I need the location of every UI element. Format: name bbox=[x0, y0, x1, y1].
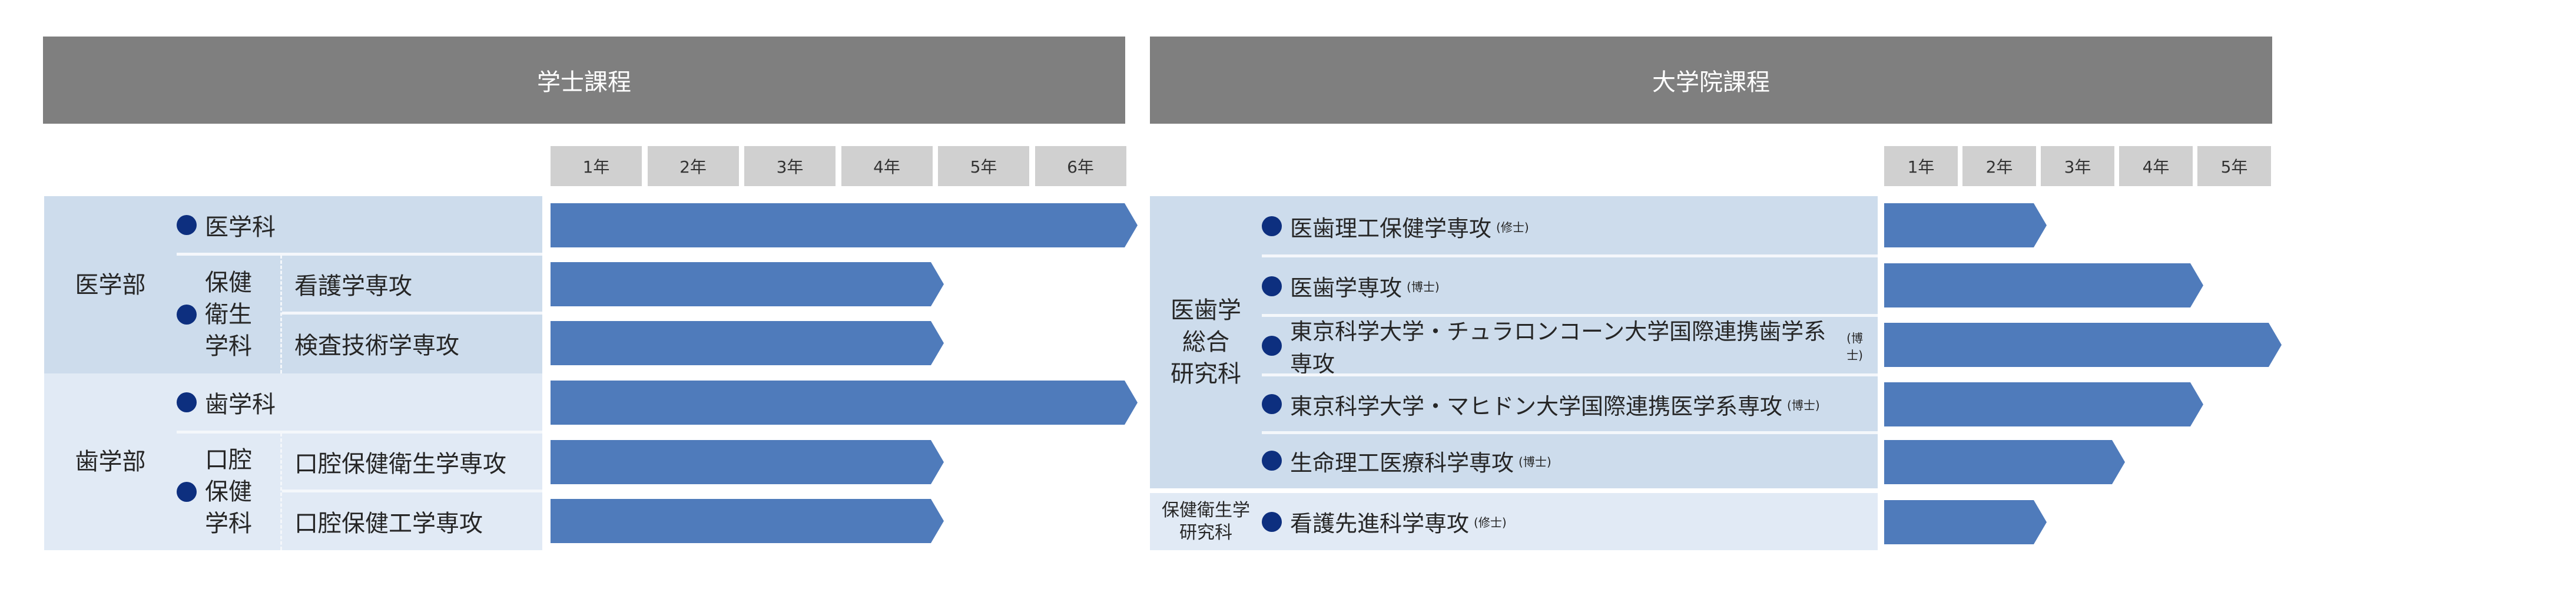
faculty-name: 医学部 bbox=[75, 271, 146, 299]
bullet-icon bbox=[177, 215, 197, 235]
major-name: 検査技術学専攻 bbox=[294, 332, 459, 359]
duration-bar bbox=[551, 203, 1138, 247]
program-name: 医歯理工保健学専攻 bbox=[1290, 215, 1492, 242]
dept-name-line: 保健 bbox=[205, 478, 252, 505]
year-cell: 4年 bbox=[2119, 146, 2193, 186]
dept-name-line: 口腔 bbox=[205, 446, 252, 474]
year-cell: 3年 bbox=[2041, 146, 2114, 186]
dept-row: 医学科 bbox=[177, 196, 542, 254]
bullet-icon bbox=[1262, 216, 1282, 236]
degree-label: (博士) bbox=[1787, 398, 1820, 412]
program-row: 生命理工医療科学専攻 (博士) bbox=[1262, 433, 1878, 488]
year-cell: 2年 bbox=[1962, 146, 2036, 186]
school-name-line: 医歯学 bbox=[1171, 297, 1241, 324]
dept-name: 医学科 bbox=[205, 214, 276, 241]
duration-bar bbox=[551, 321, 944, 365]
school-name-line: 総合 bbox=[1182, 329, 1229, 356]
program-row: 東京科学大学・チュラロンコーン大学国際連携歯学系専攻 (博士) bbox=[1262, 316, 1878, 377]
duration-bar bbox=[1884, 323, 2282, 367]
duration-bar bbox=[551, 440, 944, 484]
dept-name-line: 衛生 bbox=[205, 300, 252, 328]
dept-name-line: 保健 bbox=[205, 269, 252, 296]
divider bbox=[280, 255, 282, 373]
dept-row: 保健 衛生 学科 bbox=[177, 255, 281, 373]
duration-bar bbox=[551, 262, 944, 306]
major-name: 口腔保健工学専攻 bbox=[294, 510, 483, 537]
degree-label: (修士) bbox=[1474, 515, 1507, 530]
program-name: 医歯学専攻 bbox=[1290, 275, 1403, 301]
divider bbox=[1262, 254, 1878, 257]
school-name-line: 研究科 bbox=[1179, 522, 1232, 543]
faculty-dentistry-block bbox=[44, 373, 542, 550]
major-name: 口腔保健衛生学専攻 bbox=[294, 451, 506, 478]
year-cell: 4年 bbox=[841, 146, 933, 186]
divider bbox=[1262, 431, 1878, 434]
faculty-medicine-block bbox=[44, 196, 542, 373]
duration-bar bbox=[551, 381, 1138, 425]
year-cell: 1年 bbox=[551, 146, 642, 186]
program-name: 東京科学大学・マヒドン大学国際連携医学系専攻 bbox=[1290, 393, 1783, 419]
bullet-icon bbox=[1262, 394, 1282, 414]
bullet-icon bbox=[177, 304, 197, 325]
degree-label: (修士) bbox=[1496, 220, 1529, 234]
undergrad-header: 学士課程 bbox=[43, 37, 1125, 124]
degree-label: (博士) bbox=[1846, 330, 1863, 362]
dept-row: 口腔 保健 学科 bbox=[177, 433, 281, 550]
dept-name: 保健 衛生 学科 bbox=[205, 267, 252, 362]
bullet-icon bbox=[1262, 335, 1282, 356]
divider bbox=[177, 431, 542, 434]
dept-row: 歯学科 bbox=[177, 373, 542, 431]
divider bbox=[282, 312, 542, 315]
year-cell: 2年 bbox=[647, 146, 739, 186]
program-row: 医歯学専攻 (博士) bbox=[1262, 256, 1878, 316]
program-name: 看護先進科学専攻 bbox=[1290, 511, 1470, 537]
duration-bar bbox=[1884, 382, 2203, 426]
school-name-line: 研究科 bbox=[1171, 361, 1241, 388]
school-name-line: 保健衛生学 bbox=[1162, 500, 1250, 521]
year-cell: 3年 bbox=[744, 146, 836, 186]
duration-bar bbox=[1884, 440, 2125, 484]
school-name: 医歯学 総合 研究科 bbox=[1150, 196, 1262, 488]
school-name: 保健衛生学 研究科 bbox=[1150, 493, 1262, 550]
major-name: 看護学専攻 bbox=[294, 273, 412, 300]
duration-bar bbox=[551, 499, 944, 543]
duration-bar bbox=[1884, 500, 2047, 544]
program-row: 東京科学大学・マヒドン大学国際連携医学系専攻 (博士) bbox=[1262, 375, 1878, 433]
year-cell: 1年 bbox=[1884, 146, 1958, 186]
divider bbox=[280, 433, 282, 550]
degree-label: (博士) bbox=[1519, 454, 1551, 469]
divider bbox=[177, 253, 542, 256]
duration-bar bbox=[1884, 203, 2047, 247]
faculty-name: 歯学部 bbox=[75, 448, 146, 475]
dept-name-line: 学科 bbox=[205, 510, 252, 537]
divider bbox=[1262, 314, 1878, 317]
bullet-icon bbox=[177, 392, 197, 412]
bullet-icon bbox=[1262, 276, 1282, 296]
year-cell: 5年 bbox=[938, 146, 1029, 186]
program-name: 東京科学大学・チュラロンコーン大学国際連携歯学系専攻 bbox=[1290, 318, 1826, 377]
graduate-header: 大学院課程 bbox=[1150, 37, 2272, 124]
divider bbox=[282, 490, 542, 492]
bullet-icon bbox=[177, 481, 197, 502]
degree-label: (博士) bbox=[1407, 280, 1440, 294]
dept-name-line: 学科 bbox=[205, 332, 252, 360]
duration-bar bbox=[1884, 263, 2203, 307]
dept-name: 口腔 保健 学科 bbox=[205, 444, 252, 540]
dept-name: 歯学科 bbox=[205, 391, 276, 418]
year-cell: 6年 bbox=[1035, 146, 1126, 186]
divider bbox=[1262, 373, 1878, 376]
program-row: 医歯理工保健学専攻 (修士) bbox=[1262, 196, 1878, 256]
program-row: 看護先進科学専攻 (修士) bbox=[1262, 493, 1878, 550]
bullet-icon bbox=[1262, 511, 1282, 532]
bullet-icon bbox=[1262, 451, 1282, 471]
year-cell: 5年 bbox=[2197, 146, 2271, 186]
program-name: 生命理工医療科学専攻 bbox=[1290, 449, 1514, 476]
